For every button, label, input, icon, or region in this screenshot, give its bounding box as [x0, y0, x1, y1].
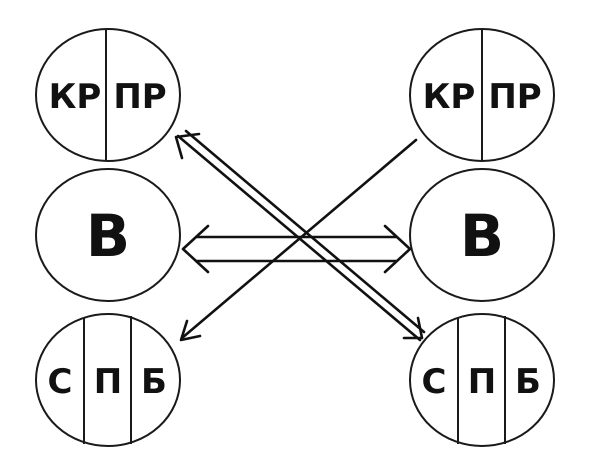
right-top-left-label: КР [423, 77, 476, 117]
single-arrow-diagonal [179, 138, 418, 342]
left-top-circle: КР ПР [35, 28, 181, 162]
left-middle-label: В [86, 202, 130, 270]
right-bottom-first-label: С [422, 362, 447, 402]
left-top-right-label: ПР [113, 77, 166, 117]
left-bottom-first-label: С [48, 362, 73, 402]
right-bottom-second-label: П [468, 362, 496, 402]
left-middle-circle: В [35, 168, 181, 302]
left-top-left-label: КР [49, 77, 102, 117]
right-bottom-third-label: Б [515, 362, 541, 402]
double-arrow-diagonal [174, 129, 426, 342]
double-arrow-middle [181, 224, 412, 274]
left-bottom-third-label: Б [141, 362, 167, 402]
right-middle-label: В [460, 202, 504, 270]
right-bottom-circle: С П Б [409, 313, 555, 447]
right-top-circle: КР ПР [409, 28, 555, 162]
right-middle-circle: В [409, 168, 555, 302]
left-bottom-circle: С П Б [35, 313, 181, 447]
right-top-right-label: ПР [488, 77, 541, 117]
left-bottom-second-label: П [94, 362, 122, 402]
